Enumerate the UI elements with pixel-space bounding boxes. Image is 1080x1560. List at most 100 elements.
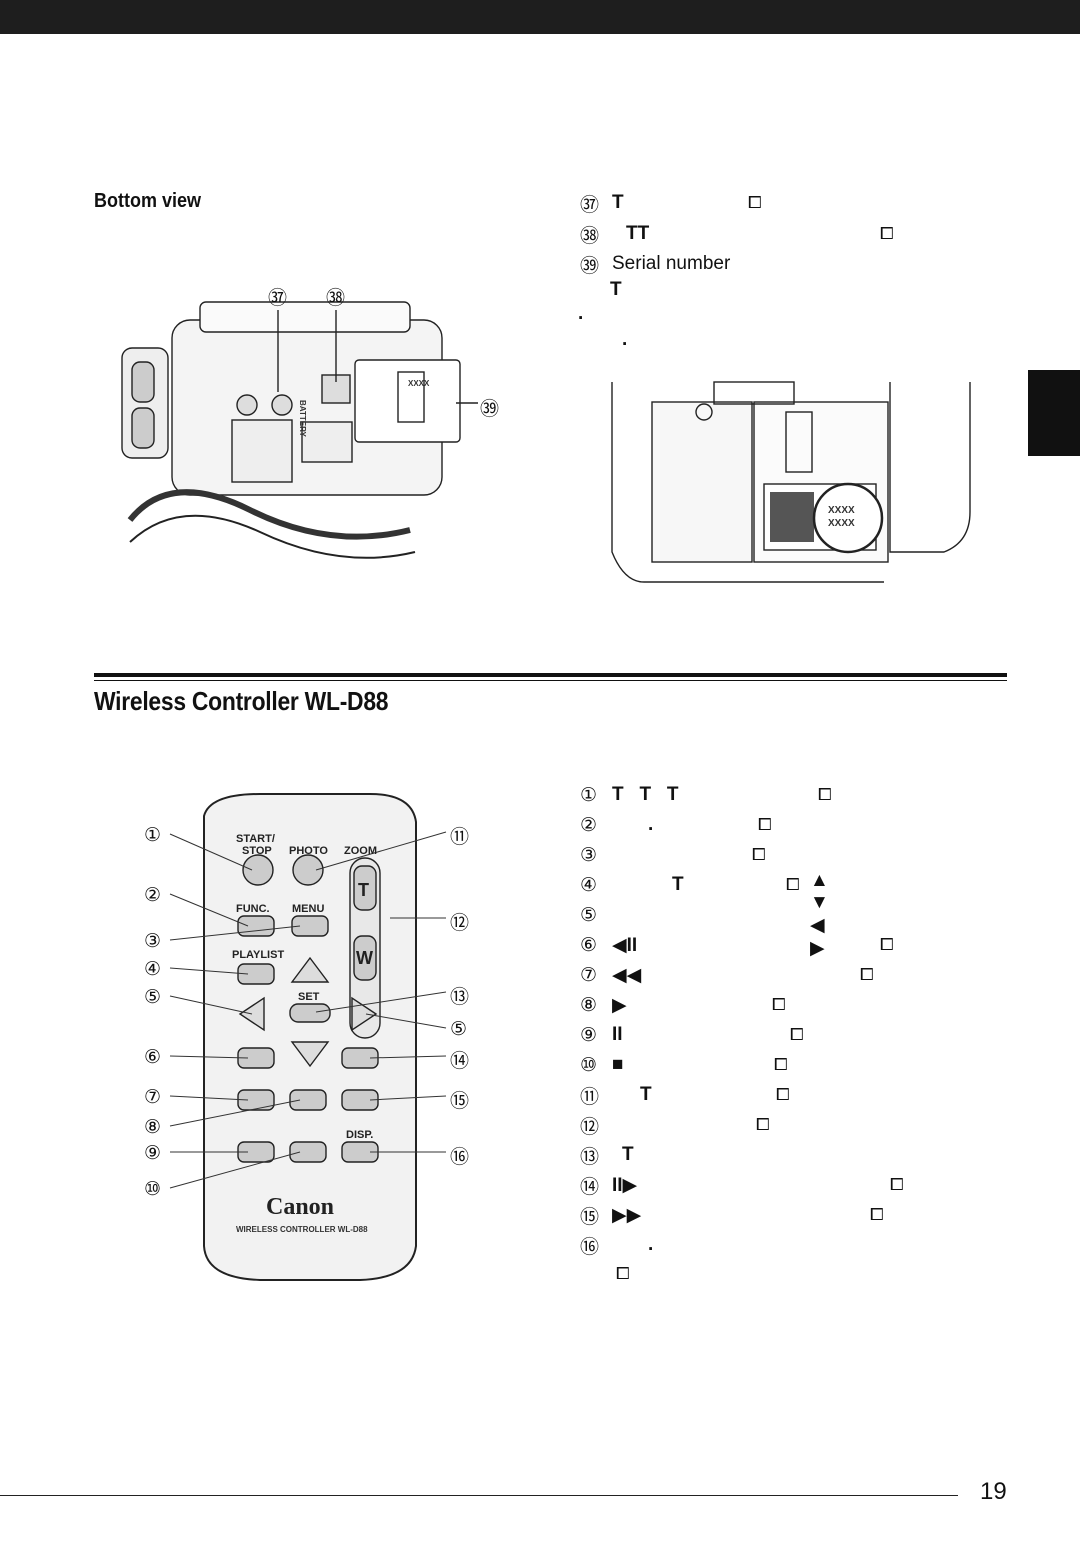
book-icon: ⧠ <box>818 785 832 804</box>
remote-legend-row: ② . ⧠ <box>580 812 772 838</box>
remote-legend-row: ⑦ ◀◀ ⧠ <box>580 962 874 988</box>
play-icon: ▶ <box>612 994 627 1016</box>
remote-photo-label: PHOTO <box>289 845 328 857</box>
legend-extra-line-3: . <box>622 329 628 350</box>
legend-num: ⑩ <box>580 1054 598 1076</box>
serial-code-1: XXXX <box>828 505 855 516</box>
stop-icon: ■ <box>612 1054 624 1075</box>
book-icon: ⧠ <box>772 995 786 1014</box>
remote-callout-6: ⑥ <box>144 1047 162 1068</box>
remote-callout-3: ③ <box>144 931 162 952</box>
remote-zoom-label: ZOOM <box>344 845 377 857</box>
legend-num: ⑮ <box>580 1206 600 1228</box>
remote-legend-row: ⑭ II▶ ⧠ <box>580 1172 904 1198</box>
chapter-tab <box>1028 370 1080 456</box>
legend-mark: T <box>612 192 624 213</box>
book-icon: ⧠ <box>880 224 894 243</box>
callout-39: ㊴ <box>480 399 500 420</box>
remote-callout-2: ② <box>144 885 162 906</box>
book-icon: ⧠ <box>756 1115 770 1134</box>
book-icon: ⧠ <box>752 845 766 864</box>
book-icon: ⧠ <box>758 815 772 834</box>
remote-legend-row: ⑧ ▶ ⧠ <box>580 992 786 1018</box>
legend-num: ⑨ <box>580 1024 598 1046</box>
legend-mark: T <box>640 1084 652 1105</box>
callout-38: ㊳ <box>326 288 346 309</box>
remote-menu-label: MENU <box>292 903 324 915</box>
remote-brand-logo: Canon <box>266 1194 334 1220</box>
fast-forward-icon: ▶▶ <box>612 1204 642 1226</box>
legend-num: ㊲ <box>580 194 600 216</box>
remote-callout-5: ⑤ <box>144 987 162 1008</box>
remote-legend-row: ① T T T ⧠ <box>580 782 832 808</box>
serial-label-closeup: XXXX XXXX <box>611 381 971 583</box>
remote-func-label: FUNC. <box>236 903 270 915</box>
legend-extra-line-1: T <box>610 279 622 300</box>
remote-callout-1: ① <box>144 825 162 846</box>
legend-num: ㊴ <box>580 255 600 277</box>
book-icon: ⧠ <box>786 875 800 894</box>
legend-num: ㊳ <box>580 225 600 247</box>
legend-num: ⑬ <box>580 1146 600 1168</box>
legend-mark: TT <box>626 223 650 244</box>
section-rule-thin <box>94 680 1007 681</box>
remote-callout-5b: ⑤ <box>450 1019 468 1040</box>
bottom-view-heading: Bottom view <box>94 190 202 212</box>
remote-callout-8: ⑧ <box>144 1117 162 1138</box>
remote-callout-12: ⑫ <box>450 913 470 934</box>
book-icon: ⧠ <box>790 1025 804 1044</box>
remote-callout-14: ⑭ <box>450 1051 470 1072</box>
pause-icon: II <box>612 1024 623 1045</box>
legend-extra-line-2: . <box>578 303 584 324</box>
remote-illustration: START/ STOP PHOTO ZOOM T W FUNC. MENU PL… <box>169 793 447 1281</box>
footer-rule <box>0 1495 958 1496</box>
legend-num: ⑯ <box>580 1236 600 1258</box>
legend-num: ⑤ <box>580 904 598 926</box>
navigation-arrows-icons: ▲ ▼ ◀ ▶ <box>810 870 837 959</box>
remote-legend-row: ⑮ ▶▶ ⧠ <box>580 1202 884 1228</box>
frame-reverse-icon: ◀II <box>612 934 638 956</box>
legend-mark: . <box>648 1234 654 1255</box>
remote-model-label: WIRELESS CONTROLLER WL-D88 <box>236 1225 368 1234</box>
camera-bottom-illustration: BATTERY XXXX <box>121 301 478 559</box>
book-icon: ⧠ <box>774 1055 788 1074</box>
legend-row-38: ㊳ TT ⧠ <box>580 221 894 247</box>
legend-num: ⑦ <box>580 964 598 986</box>
remote-callout-7: ⑦ <box>144 1087 162 1108</box>
legend-num: ⑫ <box>580 1116 600 1138</box>
serial-number-label: Serial number <box>612 253 731 274</box>
remote-disp-label: DISP. <box>346 1129 373 1141</box>
remote-callout-9: ⑨ <box>144 1143 162 1164</box>
remote-legend-row: ⑤ ▲ ▼ ◀ ▶ <box>580 870 829 959</box>
remote-w-label: W <box>356 948 373 968</box>
camera-serial-code: XXXX <box>408 379 430 388</box>
remote-callout-15: ⑮ <box>450 1091 470 1112</box>
book-icon: ⧠ <box>890 1175 904 1194</box>
remote-legend-row: ⑫ ⧠ <box>580 1112 770 1138</box>
legend-mark: T <box>672 874 684 895</box>
legend-num: ⑭ <box>580 1176 600 1198</box>
remote-legend-row: ④ T ⧠ <box>580 872 800 898</box>
remote-callout-11: ⑪ <box>450 827 470 848</box>
remote-stop-label: STOP <box>242 845 272 857</box>
callout-37: ㊲ <box>268 288 288 309</box>
book-icon: ⧠ <box>616 1264 630 1283</box>
remote-legend-row: ⑨ II ⧠ <box>580 1022 804 1048</box>
remote-legend-row: ⑬ T <box>580 1142 634 1168</box>
legend-mark: T <box>622 1144 634 1165</box>
book-icon: ⧠ <box>776 1085 790 1104</box>
legend-num: ③ <box>580 844 598 866</box>
page-number: 19 <box>980 1478 1007 1505</box>
legend-num: ① <box>580 784 598 806</box>
book-icon: ⧠ <box>748 193 762 212</box>
book-icon: ⧠ <box>870 1205 884 1224</box>
book-icon: ⧠ <box>880 935 894 954</box>
legend-num: ④ <box>580 874 598 896</box>
section-rule-thick <box>94 673 1007 677</box>
remote-callout-4: ④ <box>144 959 162 980</box>
legend-row-39: ㊴ Serial number <box>580 251 730 277</box>
serial-code-2: XXXX <box>828 518 855 529</box>
remote-playlist-label: PLAYLIST <box>232 949 284 961</box>
rewind-icon: ◀◀ <box>612 964 642 986</box>
remote-legend-row: ⑥ ◀II ⧠ <box>580 932 894 958</box>
